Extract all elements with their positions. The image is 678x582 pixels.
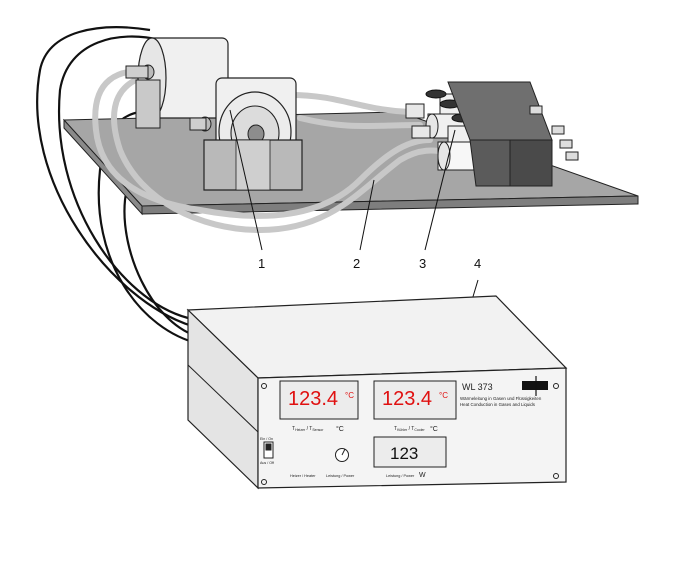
device-desc-en: Heat Conduction in Gases and Liquids xyxy=(460,402,536,407)
device-model: WL 373 xyxy=(462,382,493,392)
water-hoses xyxy=(92,68,448,234)
control-unit xyxy=(186,295,568,490)
temp-heater-unit: °C xyxy=(345,391,354,400)
callout-2: 2 xyxy=(353,256,360,271)
temp-cooler-label-unit: °C xyxy=(430,425,438,433)
temp-heater-value: 123.4 xyxy=(288,388,338,410)
callout-4: 4 xyxy=(474,256,481,271)
callout-1: 1 xyxy=(258,256,265,271)
temp-cooler-label: TKühler / TCooler xyxy=(394,426,425,432)
power-knob[interactable] xyxy=(335,448,349,462)
temp-heater-label-unit: °C xyxy=(336,425,344,433)
display-temp-cooler: 123.4 °C xyxy=(373,380,457,420)
device-desc-de: Wärmeleitung in Gasen und Flüssigkeiten xyxy=(460,396,542,401)
switch-on-label: Ein / On xyxy=(260,437,273,441)
display-temp-heater: 123.4 °C xyxy=(279,380,359,420)
display-power: 123 xyxy=(373,436,447,468)
heater-rear xyxy=(125,37,229,129)
temp-cooler-unit: °C xyxy=(439,391,448,400)
switch-off-label: Aus / Off xyxy=(260,461,274,465)
brand-logo xyxy=(522,376,548,396)
knob-caption: Leistung / Power xyxy=(326,474,355,478)
callout-3: 3 xyxy=(419,256,426,271)
power-unit: W xyxy=(419,472,426,479)
switch-caption: Heizer / Heater xyxy=(290,474,316,478)
power-value: 123 xyxy=(390,444,418,463)
temp-heater-label: THeizer / TSensor xyxy=(292,426,324,432)
manifold-block xyxy=(447,81,579,187)
heater-switch[interactable] xyxy=(263,441,274,459)
temp-cooler-value: 123.4 xyxy=(382,388,432,410)
test-cylinder xyxy=(189,77,303,191)
power-label: Leistung / Power xyxy=(386,474,415,478)
